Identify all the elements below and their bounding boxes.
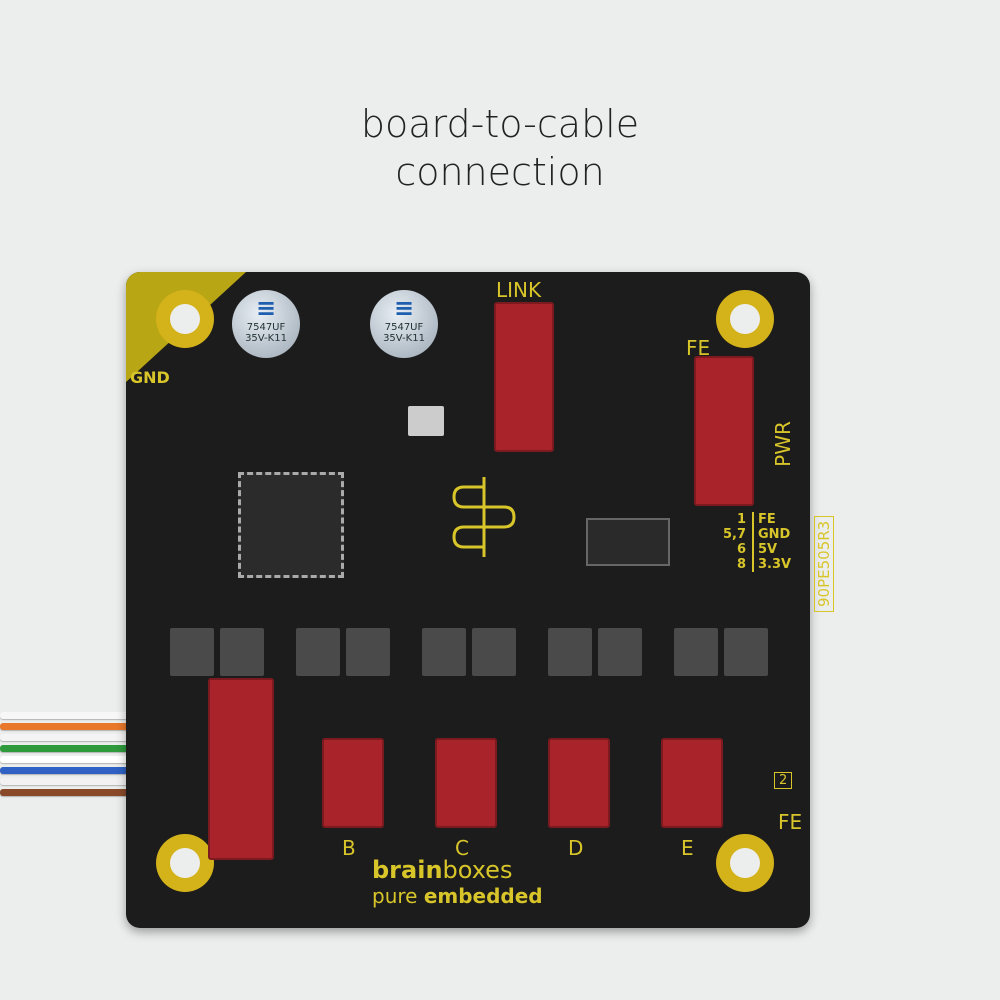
voltage-regulator xyxy=(586,518,670,566)
port-connector-e[interactable] xyxy=(661,738,723,828)
port-connector-c[interactable] xyxy=(435,738,497,828)
trace-pattern xyxy=(452,477,516,557)
mounting-hole xyxy=(716,290,774,348)
electrolytic-capacitor: ≡ 7547UF 35V-K11 xyxy=(370,290,438,358)
inductor xyxy=(472,628,516,676)
caption: board-to-cable connection xyxy=(360,102,640,194)
port-label: D xyxy=(568,836,584,860)
mounting-hole xyxy=(716,834,774,892)
brand-logo: brainboxes pure embedded xyxy=(372,856,543,908)
pwr-connector[interactable] xyxy=(694,356,754,506)
inductor xyxy=(422,628,466,676)
microcontroller-chip xyxy=(238,472,344,578)
inductor xyxy=(296,628,340,676)
mounting-hole xyxy=(156,834,214,892)
port-label: C xyxy=(455,836,469,860)
port-label: E xyxy=(681,836,694,860)
inductor xyxy=(724,628,768,676)
fe-bottom-label: FE xyxy=(778,810,803,834)
panel-number: 2 xyxy=(774,772,793,789)
inductor xyxy=(170,628,214,676)
mounting-hole xyxy=(156,290,214,348)
electrolytic-capacitor: ≡ 7547UF 35V-K11 xyxy=(232,290,300,358)
port-connector-d[interactable] xyxy=(548,738,610,828)
port-label: B xyxy=(342,836,356,860)
link-connector[interactable] xyxy=(494,302,554,452)
inductor xyxy=(674,628,718,676)
inductor xyxy=(548,628,592,676)
port-connector-b[interactable] xyxy=(322,738,384,828)
gnd-label: GND xyxy=(130,368,170,387)
link-label: LINK xyxy=(496,278,542,302)
crystal-oscillator xyxy=(408,406,444,436)
pcb-board: GND ≡ 7547UF 35V-K11 ≡ 7547UF 35V-K11 LI… xyxy=(126,272,834,928)
inductor xyxy=(346,628,390,676)
inductor xyxy=(598,628,642,676)
part-number: 90PE505R3 xyxy=(814,515,834,612)
cable-connector[interactable] xyxy=(208,678,274,860)
inductor xyxy=(220,628,264,676)
pwr-label: PWR xyxy=(770,421,795,467)
